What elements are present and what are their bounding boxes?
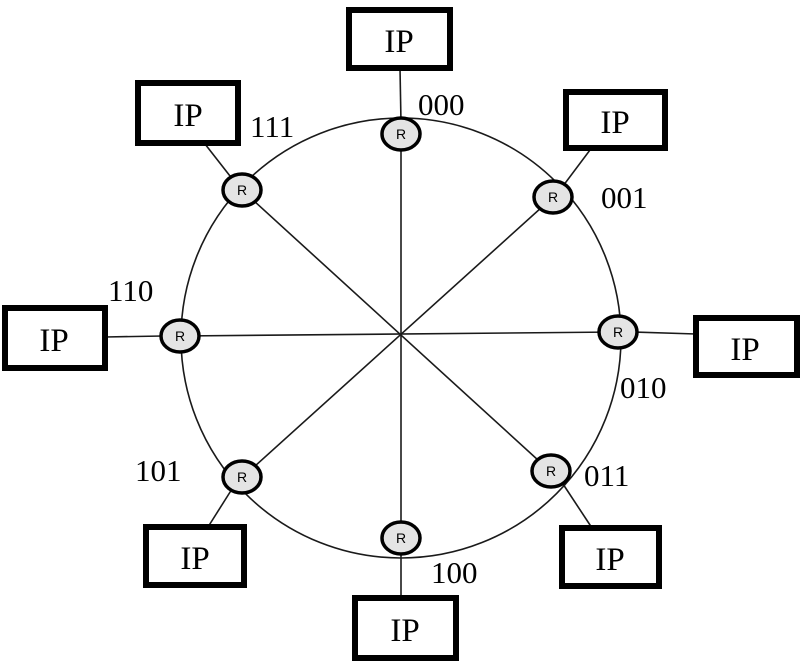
ip-box-000: IP (346, 7, 453, 71)
stub-101 (207, 488, 233, 528)
router-label: R (613, 324, 623, 340)
ip-label: IP (730, 332, 759, 368)
router-010: R (597, 314, 639, 350)
address-label-101: 101 (135, 453, 182, 488)
router-100: R (380, 520, 422, 556)
router-101: R (221, 459, 263, 495)
router-label: R (546, 463, 556, 479)
router-label: R (396, 530, 406, 546)
router-001: R (532, 179, 574, 215)
router-label: R (548, 189, 558, 205)
router-000: R (380, 116, 422, 152)
stub-010 (631, 331, 697, 335)
ip-box-111: IP (135, 80, 241, 146)
ip-box-011: IP (559, 525, 662, 589)
stub-011 (562, 483, 593, 529)
ip-label: IP (384, 24, 413, 60)
ip-box-110: IP (2, 305, 108, 371)
chord-001-101 (243, 197, 553, 477)
address-label-111: 111 (250, 109, 294, 144)
address-label-011: 011 (584, 458, 629, 493)
router-011: R (530, 453, 572, 489)
ip-label: IP (173, 98, 202, 134)
router-110: R (159, 318, 201, 354)
address-label-010: 010 (620, 370, 667, 405)
ip-label: IP (600, 105, 629, 141)
stub-111 (204, 143, 231, 177)
ip-box-010: IP (693, 315, 800, 378)
address-label-100: 100 (431, 555, 478, 590)
ip-box-101: IP (143, 524, 247, 588)
ip-label: IP (180, 541, 209, 577)
router-label: R (237, 182, 247, 198)
router-111: R (221, 172, 263, 208)
ip-box-100: IP (352, 595, 459, 661)
chord-011-111 (241, 189, 551, 472)
ip-label: IP (39, 323, 68, 359)
address-label-110: 110 (108, 273, 153, 308)
ip-label: IP (390, 613, 419, 649)
address-label-001: 001 (601, 180, 648, 215)
ip-label: IP (595, 542, 624, 578)
router-label: R (396, 126, 406, 142)
router-label: R (237, 469, 247, 485)
ip-box-001: IP (563, 89, 668, 151)
address-label-000: 000 (418, 87, 465, 122)
router-label: R (175, 328, 185, 344)
stub-000 (399, 67, 402, 124)
stub-110 (104, 335, 164, 338)
stub-001 (562, 149, 591, 187)
